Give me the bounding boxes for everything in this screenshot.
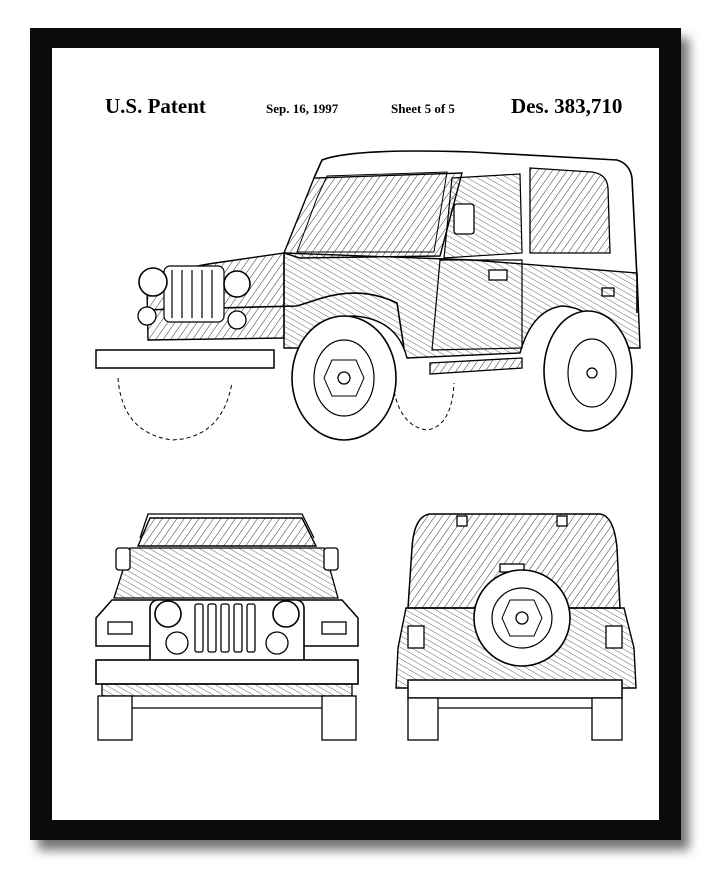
sheet-number: Sheet 5 of 5 xyxy=(391,101,455,116)
jeep-drawings xyxy=(95,150,641,741)
jeep-rear-view xyxy=(395,513,637,741)
patent-sheet: U.S. Patent Sep. 16, 1997 Sheet 5 of 5 D… xyxy=(52,48,659,820)
picture-frame: U.S. Patent Sep. 16, 1997 Sheet 5 of 5 D… xyxy=(30,28,681,840)
patent-label: U.S. Patent xyxy=(105,94,206,118)
jeep-perspective-view xyxy=(95,150,641,441)
patent-date: Sep. 16, 1997 xyxy=(266,101,339,116)
design-number: Des. 383,710 xyxy=(511,94,623,118)
jeep-front-view xyxy=(95,513,359,741)
